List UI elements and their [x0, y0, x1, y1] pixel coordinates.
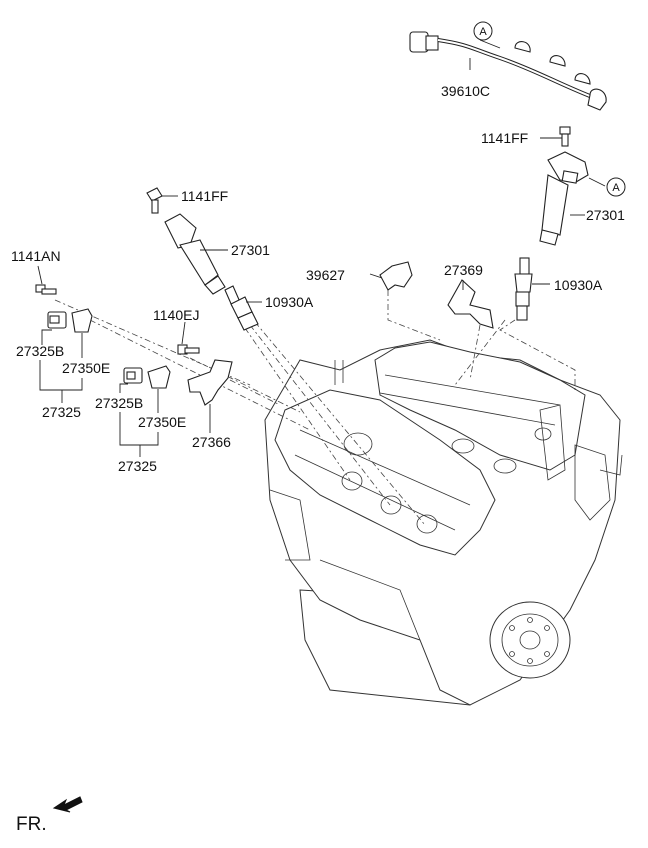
spark-plug-left — [224, 285, 259, 331]
label-1140ej: 1140EJ — [153, 307, 199, 323]
label-39610c: 39610C — [441, 83, 490, 99]
label-39627: 39627 — [306, 267, 345, 283]
spark-plug-right — [514, 257, 533, 321]
callout-a-top-label: A — [479, 26, 487, 38]
callout-a-top — [473, 21, 493, 41]
leader-lines — [37, 39, 606, 457]
sensor-assembly-mid — [123, 365, 171, 389]
label-27350e-mid: 27350E — [138, 414, 186, 430]
ignition-coil-right — [539, 151, 589, 246]
front-label: FR. — [16, 814, 47, 835]
label-27325-mid: 27325 — [118, 458, 157, 474]
label-27366: 27366 — [192, 434, 231, 450]
bracket-27369 — [447, 279, 494, 329]
front-arrow-icon — [52, 796, 83, 813]
bolt-1140ej — [177, 344, 200, 355]
label-27325-left: 27325 — [42, 404, 81, 420]
callout-a-right-label: A — [612, 182, 620, 194]
clip-39627 — [379, 261, 413, 291]
label-27325b-mid: 27325B — [95, 395, 143, 411]
label-1141an: 1141AN — [11, 248, 61, 264]
label-1141ff-left: 1141FF — [181, 188, 228, 204]
label-27350e-left: 27350E — [62, 360, 110, 376]
callout-a-right — [606, 177, 626, 197]
label-10930a-right: 10930A — [554, 277, 603, 293]
bolt-1141ff-left — [146, 187, 163, 214]
ignition-coil-left — [164, 213, 226, 295]
bolt-1141ff-right — [559, 126, 571, 147]
label-27325b-left: 27325B — [16, 343, 64, 359]
label-1141ff-right: 1141FF — [481, 130, 528, 146]
label-27301-left: 27301 — [231, 242, 270, 258]
engine-block — [264, 339, 623, 706]
label-10930a-left: 10930A — [265, 294, 314, 310]
label-27369: 27369 — [444, 262, 483, 278]
sensor-assembly-left — [47, 308, 93, 333]
ignition-harness — [409, 31, 607, 111]
label-27301-right: 27301 — [586, 207, 625, 223]
bolt-1141an — [35, 284, 57, 295]
bracket-27366 — [187, 359, 233, 406]
